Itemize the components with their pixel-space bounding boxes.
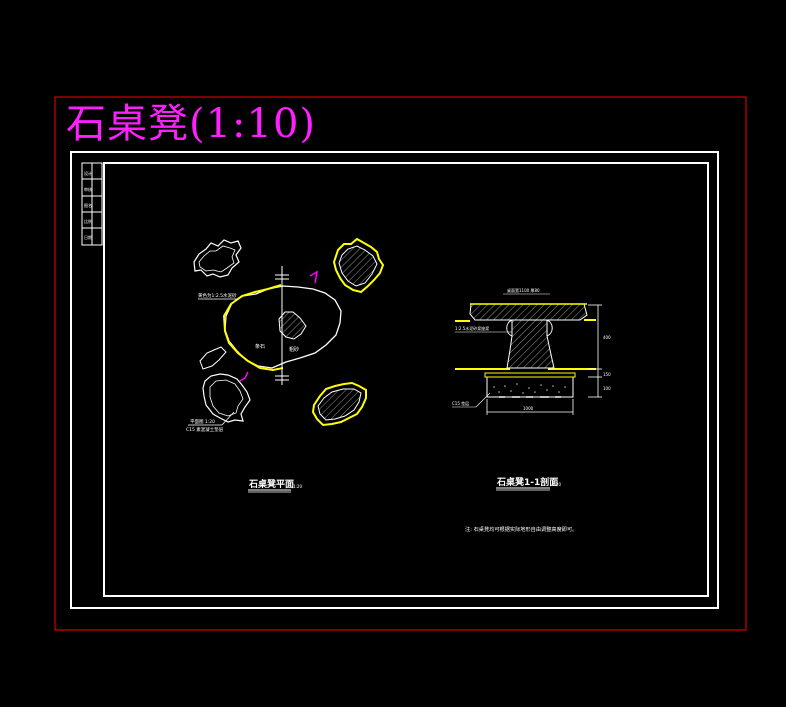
section-top-label: 桌面宽1100 厚80 (507, 287, 540, 293)
plan-note-bottom: 平面图 1:20 (190, 419, 215, 425)
plan-stool-top-right (332, 237, 385, 294)
section-column (506, 319, 555, 369)
section-base-label: C15 垫层 (452, 400, 469, 406)
title-block-cell: 审核 (84, 186, 92, 192)
section-dim-mid: 150 (603, 372, 611, 377)
title-block: 设计 审核 图名 比例 日期 (81, 162, 103, 246)
plan-stool-bottom-left (202, 373, 251, 423)
plan-label-b: 粗砂 (289, 346, 299, 353)
title-block-cell: 日期 (84, 234, 92, 240)
section-note: 注: 石桌凳均可根据实际地形自由调整高度即可。 (465, 525, 577, 533)
section-marker-top (309, 270, 319, 284)
plan-note-top: 黄色为1:2.5水泥砂 (198, 292, 237, 299)
section-marker-bottom (239, 371, 249, 382)
outer-red-border (54, 96, 747, 631)
plan-scale-note: 1:20 (293, 484, 302, 489)
section-dim-bottom: 1000 (523, 406, 534, 411)
plan-caption: 石桌凳平面 (248, 478, 294, 490)
sheet-title: 石桌凳(1:10) (66, 101, 317, 147)
frame-outer-white (70, 151, 719, 609)
section-base (486, 376, 574, 398)
plan-label-a: 条石 (255, 343, 265, 350)
section-side-label: 1:2.5水泥砂浆座浆 (455, 325, 489, 331)
plan-stool-top-left (193, 239, 242, 278)
section-tabletop (469, 303, 588, 321)
section-dim-upper: 400 (603, 335, 611, 340)
title-block-cell: 图名 (84, 202, 92, 208)
title-block-cell: 设计 (84, 170, 92, 176)
plan-view: 条石 粗砂 黄色为1:2.5水泥砂 平面图 1:20 C15 素混凝土垫层 石桌… (186, 237, 385, 493)
section-scale-note: 1:20 (552, 482, 561, 487)
section-caption: 石桌凳1-1剖面 (496, 476, 558, 488)
plan-note-bottom-2: C15 素混凝土垫层 (186, 426, 224, 433)
plan-stool-bottom-right (311, 381, 367, 427)
section-dim-low: 100 (603, 386, 611, 391)
section-base-gravel (493, 383, 566, 398)
section-view: 400 150 100 1000 桌面宽1100 厚80 1:2.5水泥砂浆座浆… (452, 287, 611, 533)
plan-table-yellow-edge (222, 284, 284, 372)
title-block-cell: 比例 (84, 218, 92, 224)
frame-inner-white (103, 162, 709, 597)
plan-table-core (278, 311, 307, 340)
